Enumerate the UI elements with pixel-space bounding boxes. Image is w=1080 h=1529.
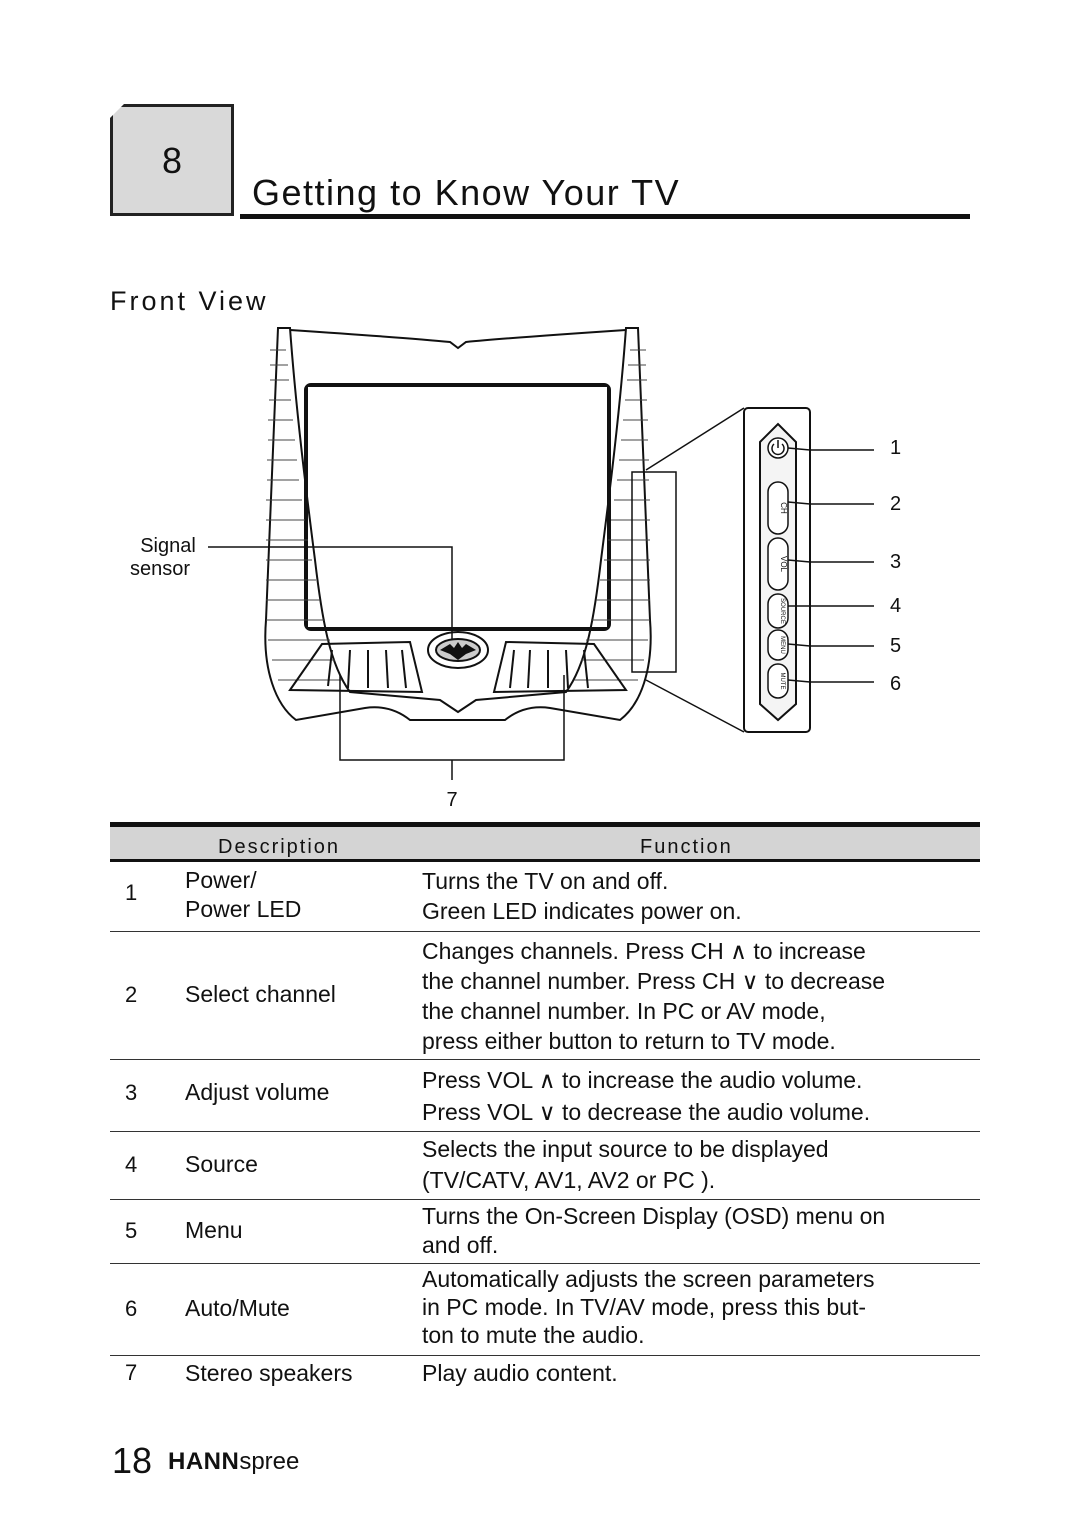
row-description: Auto/Mute [185, 1295, 290, 1321]
signal-label: Signal [140, 535, 196, 557]
signal-sensor-callout [208, 546, 453, 640]
chapter-number: 8 [161, 140, 183, 181]
row-function: Automatically adjusts the screen paramet… [422, 1266, 875, 1348]
title-rule [240, 214, 970, 219]
section-title: Front View [110, 286, 269, 316]
controls-table: Description Function 1 Power/ Power LED … [110, 822, 980, 1396]
row-function: Turns the TV on and off. Green LED indic… [422, 868, 742, 924]
table-row: 7 Stereo speakers Play audio content. [110, 1356, 980, 1396]
callout-7: 7 [446, 789, 457, 811]
button-callouts [787, 447, 874, 683]
power-button [767, 437, 789, 459]
row-number: 1 [125, 880, 138, 905]
row-function: Selects the input source to be displayed… [422, 1136, 829, 1193]
row-description: Menu [185, 1217, 243, 1243]
row-number: 2 [125, 982, 138, 1007]
tv-body [264, 327, 652, 722]
page-title: Getting to Know Your TV [252, 172, 681, 213]
signal-sensor-logo [427, 631, 489, 669]
row-description: Adjust volume [185, 1079, 330, 1105]
menu-button [767, 629, 789, 661]
callout-4: 4 [890, 595, 901, 617]
page-number: 18 [112, 1440, 153, 1481]
table-header: Description Function [110, 822, 980, 862]
volume-button [767, 537, 789, 591]
speaker-callout [339, 675, 565, 780]
table-row: 6 Auto/Mute Automatically adjusts the sc… [110, 1264, 980, 1356]
table-row: 1 Power/ Power LED Turns the TV on and o… [110, 862, 980, 932]
ch-label: CH [779, 502, 788, 514]
row-function: Turns the On-Screen Display (OSD) menu o… [422, 1203, 886, 1258]
row-description: Power/ Power LED [185, 867, 302, 922]
row-number: 6 [125, 1296, 138, 1321]
row-description: Select channel [185, 981, 336, 1007]
side-grill [266, 349, 650, 681]
source-button [767, 593, 789, 629]
mute-button [767, 663, 789, 699]
header-description: Description [218, 836, 341, 858]
callout-1: 1 [890, 437, 901, 459]
row-number: 4 [125, 1152, 138, 1177]
header-function: Function [640, 836, 733, 858]
mute-label: MUTE [779, 673, 785, 690]
row-number: 7 [125, 1360, 138, 1385]
speaker-right [492, 640, 628, 694]
row-description: Source [185, 1151, 258, 1177]
callout-2: 2 [890, 493, 901, 515]
menu-label: MENU [779, 636, 785, 654]
row-function: Play audio content. [422, 1360, 618, 1386]
vol-label: VOL [779, 556, 788, 573]
row-number: 5 [125, 1218, 138, 1243]
channel-button [767, 481, 789, 535]
callout-5: 5 [890, 635, 901, 657]
speaker-left [288, 640, 424, 694]
row-function: Changes channels. Press CH ∧ to increase… [422, 938, 886, 1054]
table-row: 3 Adjust volume Press VOL ∧ to increase … [110, 1060, 980, 1132]
table-row: 5 Menu Turns the On-Screen Display (OSD)… [110, 1200, 980, 1264]
chapter-tab [110, 104, 234, 216]
tv-front-view-diagram: Signal sensor 7 CH VOL SOURCE MENU MUTE [130, 327, 901, 811]
row-number: 3 [125, 1080, 138, 1105]
brand-logo: HANNspree [168, 1448, 300, 1475]
callout-6: 6 [890, 673, 901, 695]
source-label: SOURCE [779, 598, 785, 624]
callout-3: 3 [890, 551, 901, 573]
side-panel-connector [631, 407, 745, 733]
row-function: Press VOL ∧ to increase the audio volume… [422, 1067, 871, 1125]
table-row: 4 Source Selects the input source to be … [110, 1132, 980, 1200]
row-description: Stereo speakers [185, 1360, 353, 1386]
table-row: 2 Select channel Changes channels. Press… [110, 932, 980, 1060]
sensor-label: sensor [130, 558, 190, 580]
